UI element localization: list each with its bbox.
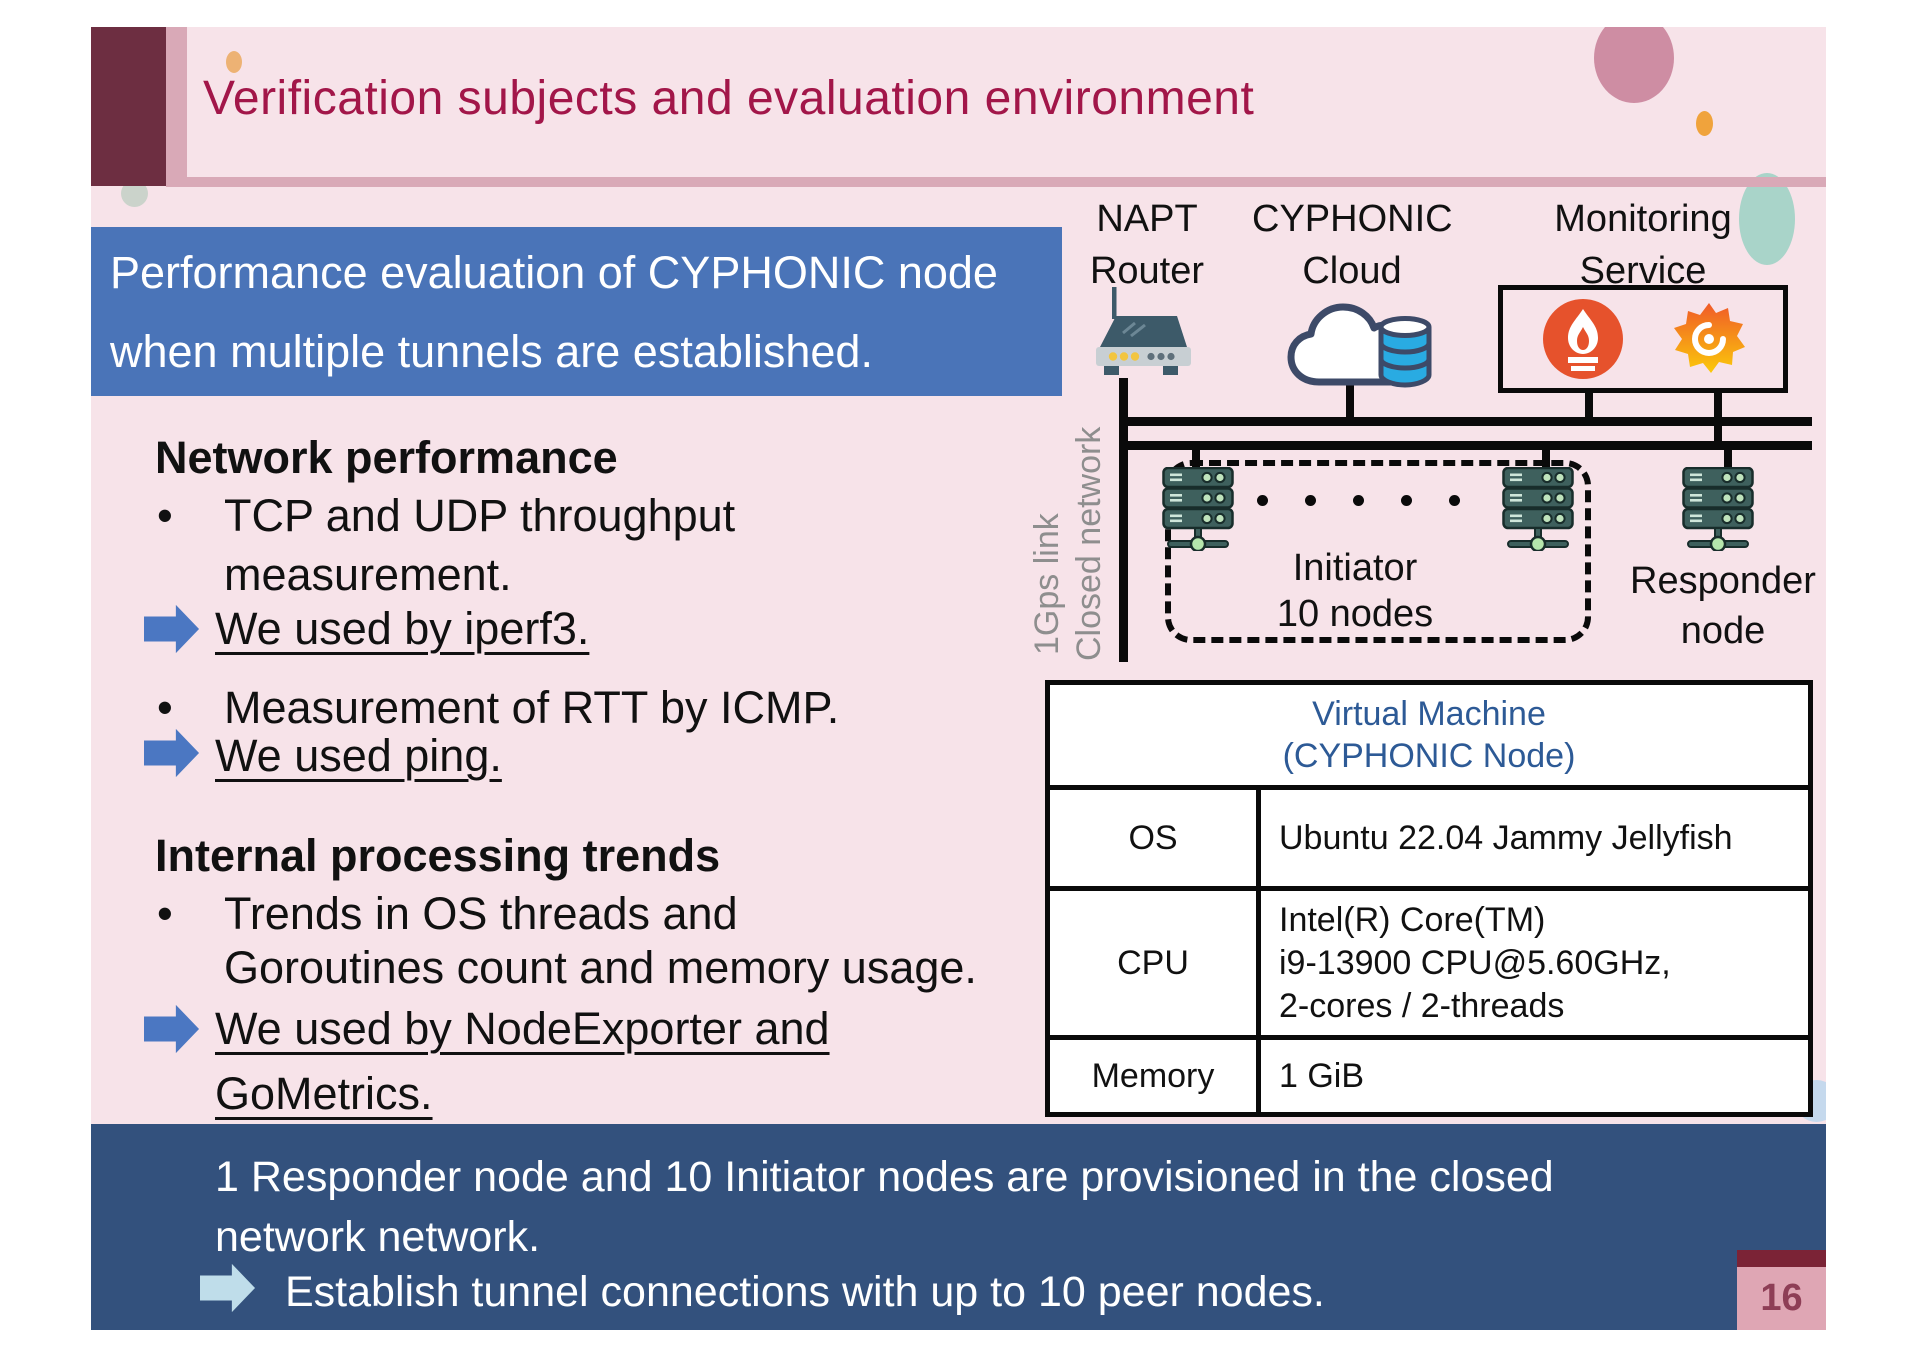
arrow1-text: We used by iperf3. [215, 603, 590, 654]
bullet3-line2: Goroutines count and memory usage. [224, 942, 977, 993]
lightblue-arrow-icon [200, 1259, 256, 1317]
page-number-strip [1737, 1250, 1826, 1267]
vm-spec-table: Virtual Machine (CYPHONIC Node) OS Ubunt… [1045, 680, 1813, 1117]
prometheus-drop-line [1585, 393, 1593, 421]
arrow2-text: We used ping. [215, 730, 502, 781]
blue-arrow-icon [144, 600, 200, 658]
cyphonic-cloud-label: CYPHONIC Cloud [1252, 198, 1453, 292]
deco-orange-dot [1696, 111, 1713, 136]
bullet1-line1: TCP and UDP throughput [224, 490, 736, 541]
responder-drop-line [1724, 447, 1732, 473]
deco-teal-circle [1739, 173, 1795, 265]
section-title-network-performance: Network performance [155, 432, 618, 483]
arrow3-line2: GoMetrics. [215, 1068, 433, 1119]
blue-arrow-icon [144, 1000, 200, 1058]
slide-canvas: Verification subjects and evaluation env… [91, 27, 1826, 1330]
deco-peach-dot [226, 51, 242, 73]
grafana-icon [1669, 299, 1749, 379]
page-number: 16 [1737, 1267, 1826, 1330]
bullet2-line1: Measurement of RTT by ICMP. [224, 682, 840, 733]
header-maroon-bar [91, 27, 166, 186]
footer-line1: 1 Responder node and 10 Initiator nodes … [215, 1153, 1554, 1201]
cloud-database-icon [1283, 297, 1433, 389]
table-row-cpu: CPU Intel(R) Core(TM) i9-13900 CPU@5.60G… [1050, 891, 1808, 1040]
vm-table-header: Virtual Machine (CYPHONIC Node) [1050, 685, 1808, 790]
initiator-group-box [1165, 460, 1591, 643]
section-title-internal-processing: Internal processing trends [155, 830, 721, 881]
bus-line-2 [1119, 441, 1812, 450]
napt-router-label: NAPT Router [1089, 198, 1205, 292]
bullet-glyph: • [157, 682, 173, 733]
table-row-memory: Memory 1 GiB [1050, 1040, 1808, 1112]
page-title: Verification subjects and evaluation env… [203, 72, 1255, 125]
ellipsis-dot [1401, 495, 1412, 506]
highlight-line1: Performance evaluation of CYPHONIC node [110, 246, 998, 298]
highlight-box: Performance evaluation of CYPHONIC node … [91, 227, 1062, 396]
initiator-server-icon [1162, 467, 1234, 551]
ellipsis-dot [1257, 495, 1268, 506]
initiator-label: Initiator 10 nodes [1276, 547, 1434, 635]
blue-arrow-icon [144, 724, 200, 782]
bullet-glyph: • [157, 888, 173, 939]
highlight-line2: when multiple tunnels are established. [110, 325, 873, 377]
bus-line-1 [1119, 417, 1812, 426]
header-rose-strip-horizontal [166, 177, 1826, 187]
monitoring-service-box [1498, 285, 1788, 393]
initiator-server-icon [1502, 467, 1574, 551]
footer-bar [91, 1124, 1826, 1330]
network-trunk-line [1119, 378, 1128, 662]
header-rose-strip-vertical [166, 27, 187, 186]
bullet3-line1: Trends in OS threads and [224, 888, 738, 939]
prometheus-icon [1541, 297, 1625, 381]
ellipsis-dot [1353, 495, 1364, 506]
arrow3-line1: We used by NodeExporter and [215, 1003, 830, 1054]
table-row-os: OS Ubuntu 22.04 Jammy Jellyfish [1050, 790, 1808, 891]
footer-line2: network network. [215, 1213, 541, 1261]
deco-pink-circle [1594, 27, 1674, 103]
monitoring-service-label: Monitoring Service [1554, 198, 1732, 292]
router-icon [1091, 285, 1196, 382]
bullet1-line2: measurement. [224, 549, 512, 600]
responder-label: Responder node [1630, 560, 1816, 652]
ellipsis-dot [1305, 495, 1316, 506]
link-speed-label: 1Gps link [1028, 513, 1066, 655]
grafana-drop-line [1714, 393, 1722, 445]
responder-server-icon [1682, 467, 1754, 551]
footer-line3: Establish tunnel connections with up to … [285, 1268, 1325, 1316]
bullet-glyph: • [157, 490, 173, 541]
ellipsis-dot [1449, 495, 1460, 506]
closed-network-label: Closed network [1070, 426, 1108, 661]
cloud-drop-line [1346, 379, 1354, 421]
